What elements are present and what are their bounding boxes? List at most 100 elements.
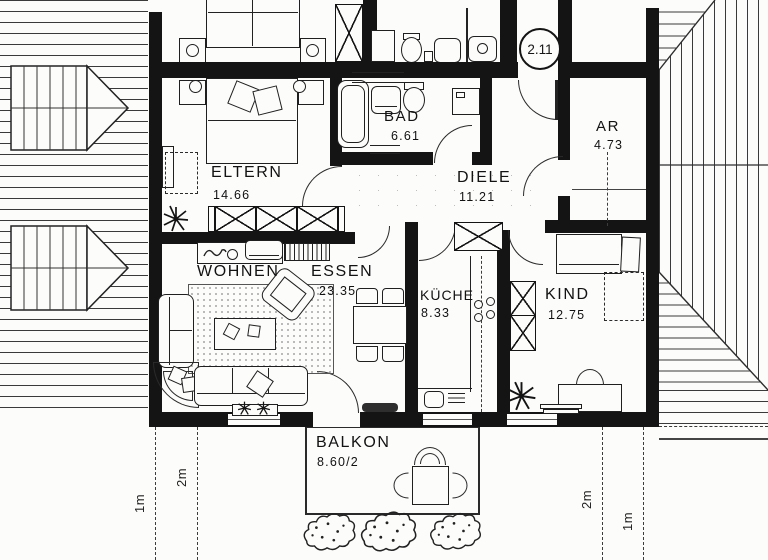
neighbor-sink [434, 38, 461, 63]
kind-bed [556, 234, 622, 274]
eltern-dashed-fixture [165, 152, 198, 194]
dim-label-left-1m: 1m [132, 493, 148, 514]
bad-bathtub-inner [341, 85, 365, 143]
essen-chair-top-right [382, 288, 404, 304]
wohnen-stereo-line [249, 255, 279, 257]
balkon-slab [305, 427, 480, 515]
cooktop-burner-3 [474, 313, 483, 322]
kind-wardrobe [510, 281, 536, 351]
dim-line-left-2m [197, 427, 198, 560]
stairwell-wall-left [500, 0, 517, 66]
kueche-tall-cabinet [454, 222, 503, 251]
essen-table [353, 306, 407, 344]
wohnen-stereo [245, 240, 283, 260]
neighbor-lamp-right [306, 44, 319, 57]
cooktop-burner-4 [486, 310, 495, 319]
room-area-diele: 11.21 [459, 190, 496, 204]
room-area-kueche: 8.33 [421, 306, 451, 320]
wohnen-sideboard-dish [227, 249, 238, 260]
room-area-balkon: 8.60/2 [317, 455, 359, 469]
room-area-ar: 4.73 [594, 138, 624, 152]
kind-window [507, 412, 557, 427]
bad-shelf [352, 72, 404, 83]
room-area-kind: 12.75 [548, 308, 586, 322]
ar-knee-wall-line [572, 189, 646, 191]
left-roof-hatching [0, 0, 148, 412]
kueche-section-line [481, 256, 482, 412]
kind-desk-chair [576, 369, 604, 385]
right-roof-eave-hatching [659, 390, 768, 426]
wall-eltern-south [162, 232, 355, 244]
kueche-window [423, 412, 472, 427]
dim-label-right-1m: 1m [620, 511, 636, 532]
kind-pillow [620, 236, 641, 273]
wall-east [646, 8, 659, 427]
essen-chair-bottom-right [382, 346, 404, 362]
wall-ar-west [558, 78, 570, 160]
kueche-sink-drainer [448, 393, 465, 406]
wall-north-right [558, 62, 646, 78]
eltern-plant-icon [163, 205, 189, 232]
room-label-kind: KIND [545, 286, 590, 303]
room-label-eltern: ELTERN [211, 164, 283, 181]
dim-label-left-2m: 2m [174, 467, 190, 488]
stairwell-wall-right [558, 0, 572, 64]
wohnen-sofa-seam-1 [232, 368, 234, 393]
wall-kueche-east [497, 230, 510, 412]
wall-kueche-west [405, 222, 418, 412]
essen-chair-bottom-left [356, 346, 378, 362]
wall-north-left [149, 62, 518, 78]
balkon-doormat [362, 403, 398, 412]
entrance-door-leaf [555, 80, 558, 120]
wall-south-1 [150, 412, 228, 427]
wohnen-sideboard-decor [203, 249, 227, 257]
wall-south-3 [360, 412, 423, 427]
room-area-bad: 6.61 [391, 129, 421, 143]
wohnen-door-arc [358, 226, 390, 258]
bad-sink [371, 86, 401, 114]
neighbor-bed-divider [252, 0, 254, 46]
right-roof-edge-line [659, 438, 768, 440]
cooktop-burner-1 [474, 300, 483, 309]
kind-door-arc [508, 230, 543, 265]
ar-section-line [607, 152, 608, 226]
wall-south-5 [557, 412, 659, 427]
eltern-lamp-right [293, 80, 306, 93]
wohnen-radiator [284, 243, 330, 261]
neighbor-shower-drain [477, 43, 488, 54]
ar-door-arc [523, 156, 563, 196]
bush-icon-2 [360, 511, 417, 552]
wall-bad-south [342, 152, 433, 165]
unit-number-text: 2.11 [527, 41, 553, 57]
dim-line-right-1m [643, 427, 644, 560]
bad-towel-rail [370, 145, 400, 154]
eltern-door-arc [302, 166, 342, 206]
wall-bad-east [480, 78, 492, 165]
kueche-counter-edge [470, 256, 472, 392]
flower-box-plant-1-icon [237, 401, 252, 415]
dim-label-right-2m: 2m [579, 489, 595, 510]
room-label-bad: BAD [384, 108, 420, 125]
kueche-door-arc [419, 224, 456, 261]
dim-line-right-2m [602, 427, 603, 560]
flower-box-plant-2-icon [256, 401, 271, 415]
dim-line-left-1m [155, 427, 156, 560]
unit-number-badge: 2.11 [519, 28, 561, 70]
room-label-diele: DIELE [457, 169, 512, 186]
kind-plant-icon [507, 381, 536, 411]
neighbor-small-fixture [424, 51, 433, 62]
room-label-wohnen: WOHNEN [197, 263, 280, 280]
room-label-kueche: KÜCHE [420, 287, 475, 303]
room-area-eltern: 14.66 [213, 188, 251, 202]
diele-floor-specks [350, 168, 540, 216]
bad-toilet-bowl [403, 87, 425, 113]
room-label-essen: ESSEN [311, 263, 374, 280]
neighbor-lamp-left [186, 44, 199, 57]
wall-south-2 [280, 412, 313, 427]
neighbor-toilet-bowl [401, 37, 422, 63]
kind-bed-line [559, 264, 619, 266]
kind-dashed-furniture [604, 272, 644, 321]
left-roof-dormer-upper [10, 64, 130, 152]
bad-door-arc [434, 125, 472, 163]
